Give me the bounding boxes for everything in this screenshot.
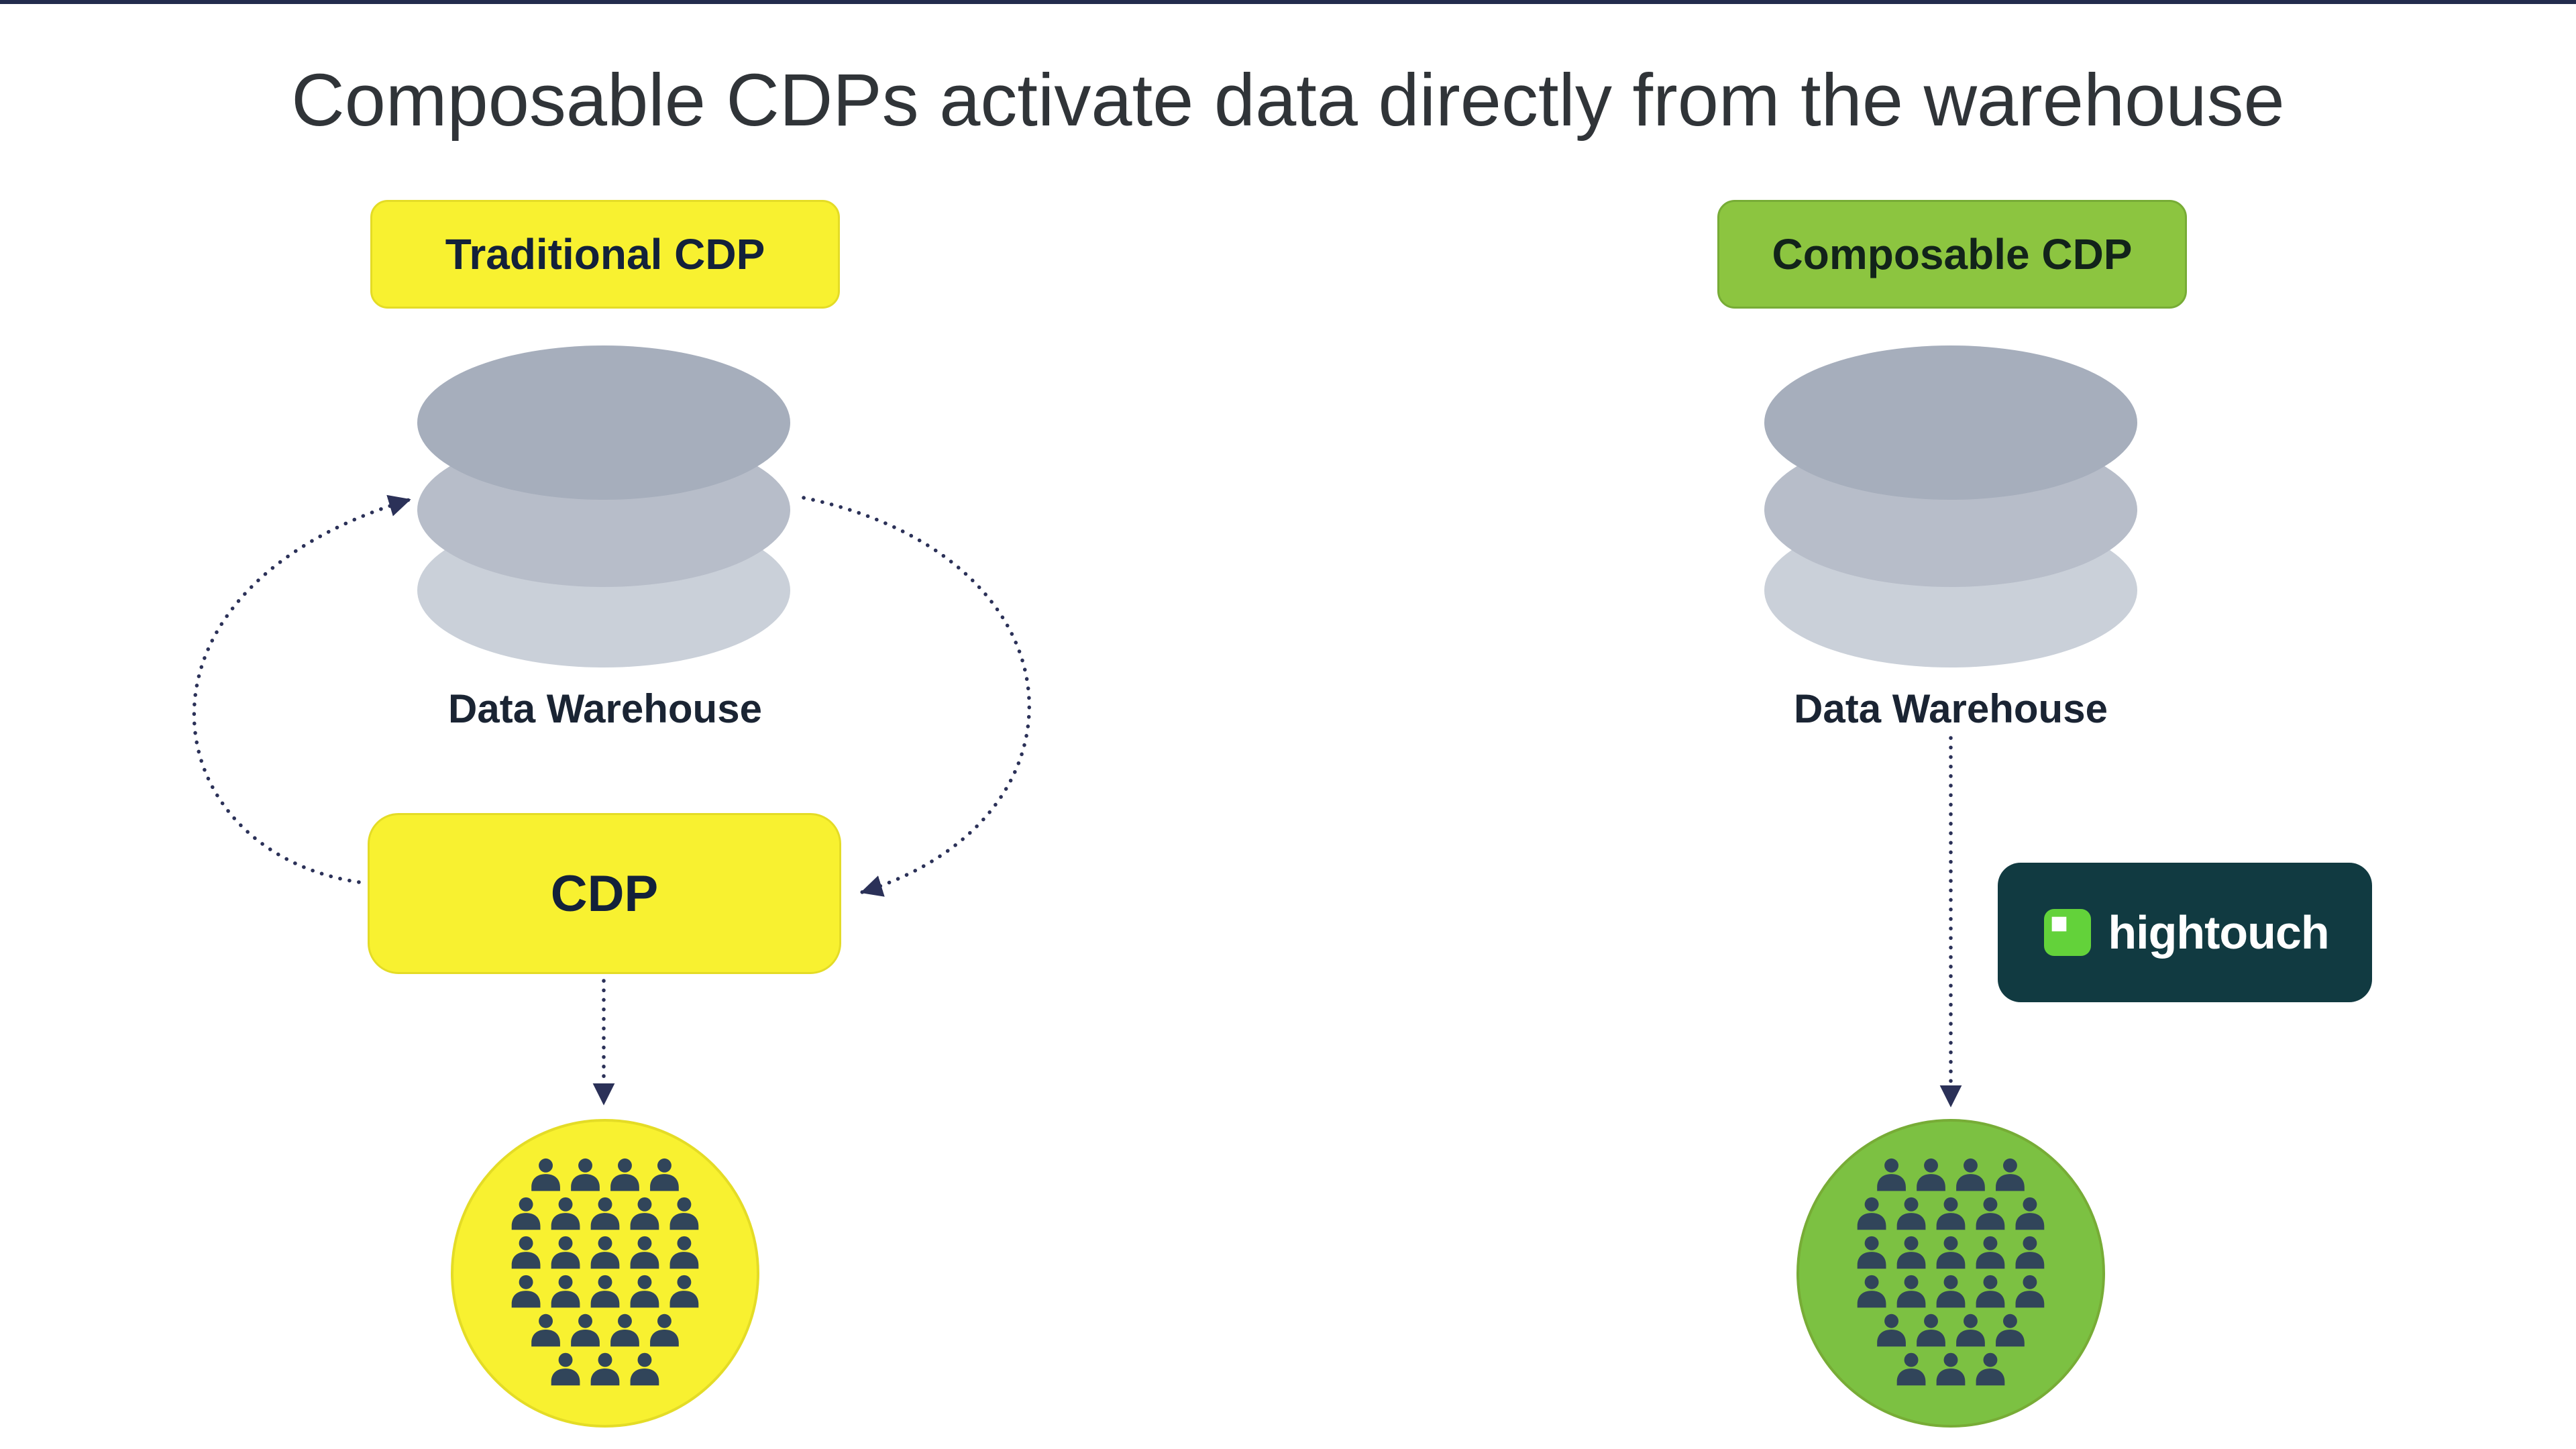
cdp-box-label: CDP xyxy=(550,865,659,922)
audience-circle-left xyxy=(451,1119,759,1428)
audience-people-icon-left xyxy=(511,1158,699,1386)
hightouch-logo-icon xyxy=(2044,909,2092,956)
hightouch-logo-text: hightouch xyxy=(2108,906,2329,959)
database-disk-top xyxy=(1764,345,2137,500)
database-icon-right xyxy=(1764,345,2137,667)
warehouse-label-right: Data Warehouse xyxy=(1794,686,2108,731)
audience-people-icon-right xyxy=(1857,1158,2045,1386)
database-icon-left xyxy=(417,345,790,667)
cdp-box: CDP xyxy=(368,813,841,974)
hightouch-box: hightouch xyxy=(1998,863,2372,1002)
traditional-cdp-badge-label: Traditional CDP xyxy=(445,230,765,278)
traditional-cdp-badge: Traditional CDP xyxy=(370,200,840,309)
composable-cdp-badge: Composable CDP xyxy=(1717,200,2187,309)
audience-circle-right xyxy=(1796,1119,2105,1428)
composable-cdp-badge-label: Composable CDP xyxy=(1772,230,2133,278)
warehouse-label-left: Data Warehouse xyxy=(448,686,762,731)
page-title: Composable CDPs activate data directly f… xyxy=(291,59,2285,142)
top-border-line xyxy=(0,0,2576,4)
database-disk-top xyxy=(417,345,790,500)
